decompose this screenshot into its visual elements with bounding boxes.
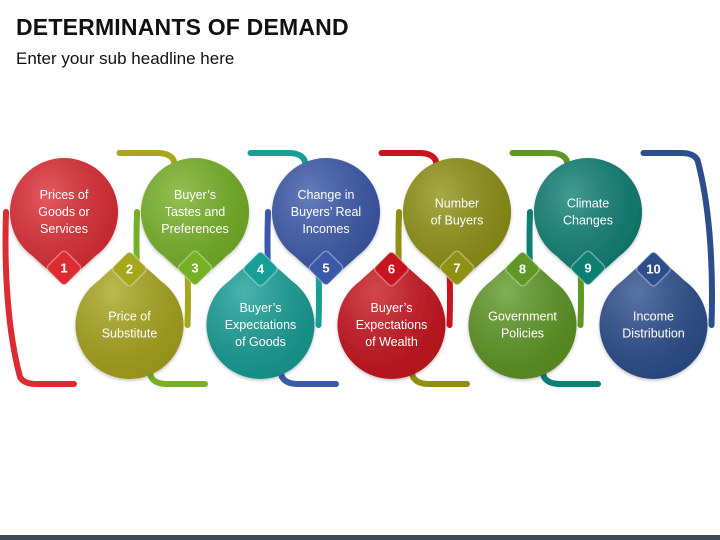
- item-number: 6: [388, 262, 395, 277]
- drop-shine: [75, 255, 184, 379]
- item-label-line: of Goods: [235, 335, 286, 349]
- item-number: 4: [257, 262, 265, 277]
- item-label-line: Change in: [298, 188, 355, 202]
- determinant-item-6: [337, 255, 446, 380]
- item-label-line: Buyer’s: [240, 301, 282, 315]
- item-number: 1: [60, 261, 67, 276]
- item-label-line: Expectations: [356, 318, 428, 332]
- item-label-line: Distribution: [622, 327, 685, 341]
- badge-diamond: [374, 251, 409, 287]
- number-badge-4: 4: [243, 251, 278, 287]
- item-number: 10: [646, 262, 660, 277]
- badge-diamond: [177, 250, 213, 286]
- item-label-line: of Wealth: [365, 335, 418, 349]
- drop-shine: [403, 158, 512, 282]
- determinant-item-2: [75, 255, 184, 379]
- item-number: 2: [126, 262, 133, 277]
- number-badge-5: 5: [308, 250, 344, 286]
- number-badge-3: 3: [177, 250, 213, 286]
- badge-diamond: [570, 250, 606, 286]
- drop-shine: [141, 157, 250, 282]
- item-label-line: Services: [40, 222, 88, 236]
- item-number: 7: [453, 261, 460, 276]
- number-badge-1: 1: [46, 250, 82, 286]
- item-label-line: Tastes and: [165, 205, 226, 219]
- connector-10: [640, 150, 715, 328]
- item-label-line: Prices of: [40, 188, 89, 202]
- item-number: 3: [191, 261, 198, 276]
- number-badge-10: 10: [636, 251, 671, 287]
- item-number: 9: [584, 261, 591, 276]
- drop-shine: [599, 255, 708, 379]
- item-label-line: Price of: [108, 310, 151, 324]
- badge-diamond: [112, 251, 147, 287]
- connector-1: [2, 209, 77, 387]
- number-badge-9: 9: [570, 250, 606, 286]
- item-label-line: Buyers’ Real: [291, 205, 361, 219]
- badge-diamond: [636, 251, 671, 287]
- item-number: 5: [322, 261, 329, 276]
- determinant-item-9: [534, 157, 643, 282]
- number-badge-8: 8: [505, 251, 540, 287]
- drop-shine: [534, 157, 643, 282]
- number-badge-7: 7: [439, 250, 475, 286]
- determinant-item-3: [141, 157, 250, 282]
- badge-diamond: [439, 250, 475, 286]
- badge-diamond: [505, 251, 540, 287]
- number-badge-6: 6: [374, 251, 409, 287]
- item-label-line: Government: [488, 310, 557, 324]
- drop-shine: [468, 255, 577, 380]
- item-label-line: Expectations: [225, 318, 297, 332]
- item-label-line: Preferences: [161, 222, 228, 236]
- item-label-line: Substitute: [102, 327, 158, 341]
- item-label-line: Income: [633, 310, 674, 324]
- item-label-line: Changes: [563, 214, 613, 228]
- drop-shine: [10, 157, 119, 282]
- item-label-line: Goods or: [38, 205, 89, 219]
- badge-diamond: [308, 250, 344, 286]
- badge-diamond: [46, 250, 82, 286]
- item-label-line: Climate: [567, 197, 609, 211]
- page-subtitle: Enter your sub headline here: [16, 49, 235, 68]
- determinant-item-5: [272, 157, 380, 282]
- number-badge-2: 2: [112, 251, 147, 287]
- item-label-line: Buyer’s: [371, 301, 413, 315]
- drop-shine: [272, 157, 380, 282]
- bottom-bar: [0, 535, 720, 540]
- drop-shine: [337, 255, 446, 380]
- determinant-item-8: [468, 255, 577, 380]
- determinant-item-1: [10, 157, 119, 282]
- item-number: 8: [519, 262, 526, 277]
- determinant-item-4: [206, 255, 315, 380]
- page-title: DETERMINANTS OF DEMAND: [16, 14, 349, 40]
- item-label-line: Policies: [501, 327, 544, 341]
- drop-shine: [206, 255, 315, 380]
- determinant-item-7: [403, 158, 512, 282]
- determinant-item-10: [599, 255, 708, 379]
- item-label-line: of Buyers: [431, 214, 484, 228]
- item-label-line: Number: [435, 197, 479, 211]
- item-label-line: Buyer’s: [174, 188, 216, 202]
- item-label-line: Incomes: [302, 222, 349, 236]
- badge-diamond: [243, 251, 278, 287]
